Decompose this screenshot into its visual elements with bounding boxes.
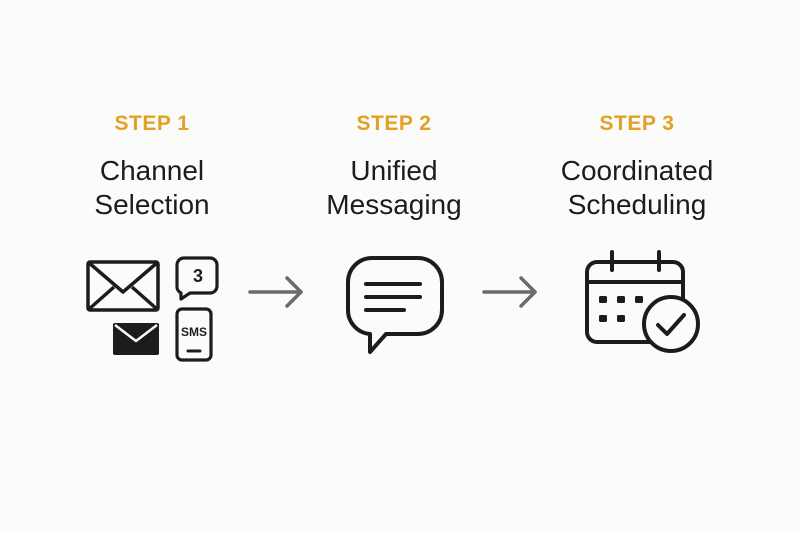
step-title: Coordinated Scheduling bbox=[537, 154, 737, 222]
step-title-line: Coordinated bbox=[560, 155, 714, 186]
step-title-line: Selection bbox=[94, 189, 210, 220]
phone-sms-icon: SMS bbox=[175, 307, 213, 362]
step-title-line: Messaging bbox=[326, 189, 462, 220]
envelope-outline-icon bbox=[86, 260, 160, 312]
envelope-filled-icon bbox=[113, 323, 159, 355]
step-label: STEP 1 bbox=[114, 112, 190, 135]
badge-number: 3 bbox=[193, 266, 203, 286]
speech-bubble-icon bbox=[345, 256, 444, 354]
arrow-right-icon bbox=[482, 276, 537, 308]
chat-badge-icon: 3 bbox=[175, 256, 219, 301]
step-title-line: Channel bbox=[99, 155, 205, 186]
step-title-line: Unified bbox=[350, 155, 438, 186]
step-title: Unified Messaging bbox=[294, 154, 494, 222]
sms-text: SMS bbox=[181, 325, 207, 339]
step-label: STEP 3 bbox=[599, 112, 675, 135]
step-label: STEP 2 bbox=[356, 112, 432, 135]
arrow-right-icon bbox=[248, 276, 303, 308]
step-title-line: Scheduling bbox=[567, 189, 707, 220]
calendar-check-icon bbox=[585, 250, 700, 353]
step-title: Channel Selection bbox=[52, 154, 252, 222]
